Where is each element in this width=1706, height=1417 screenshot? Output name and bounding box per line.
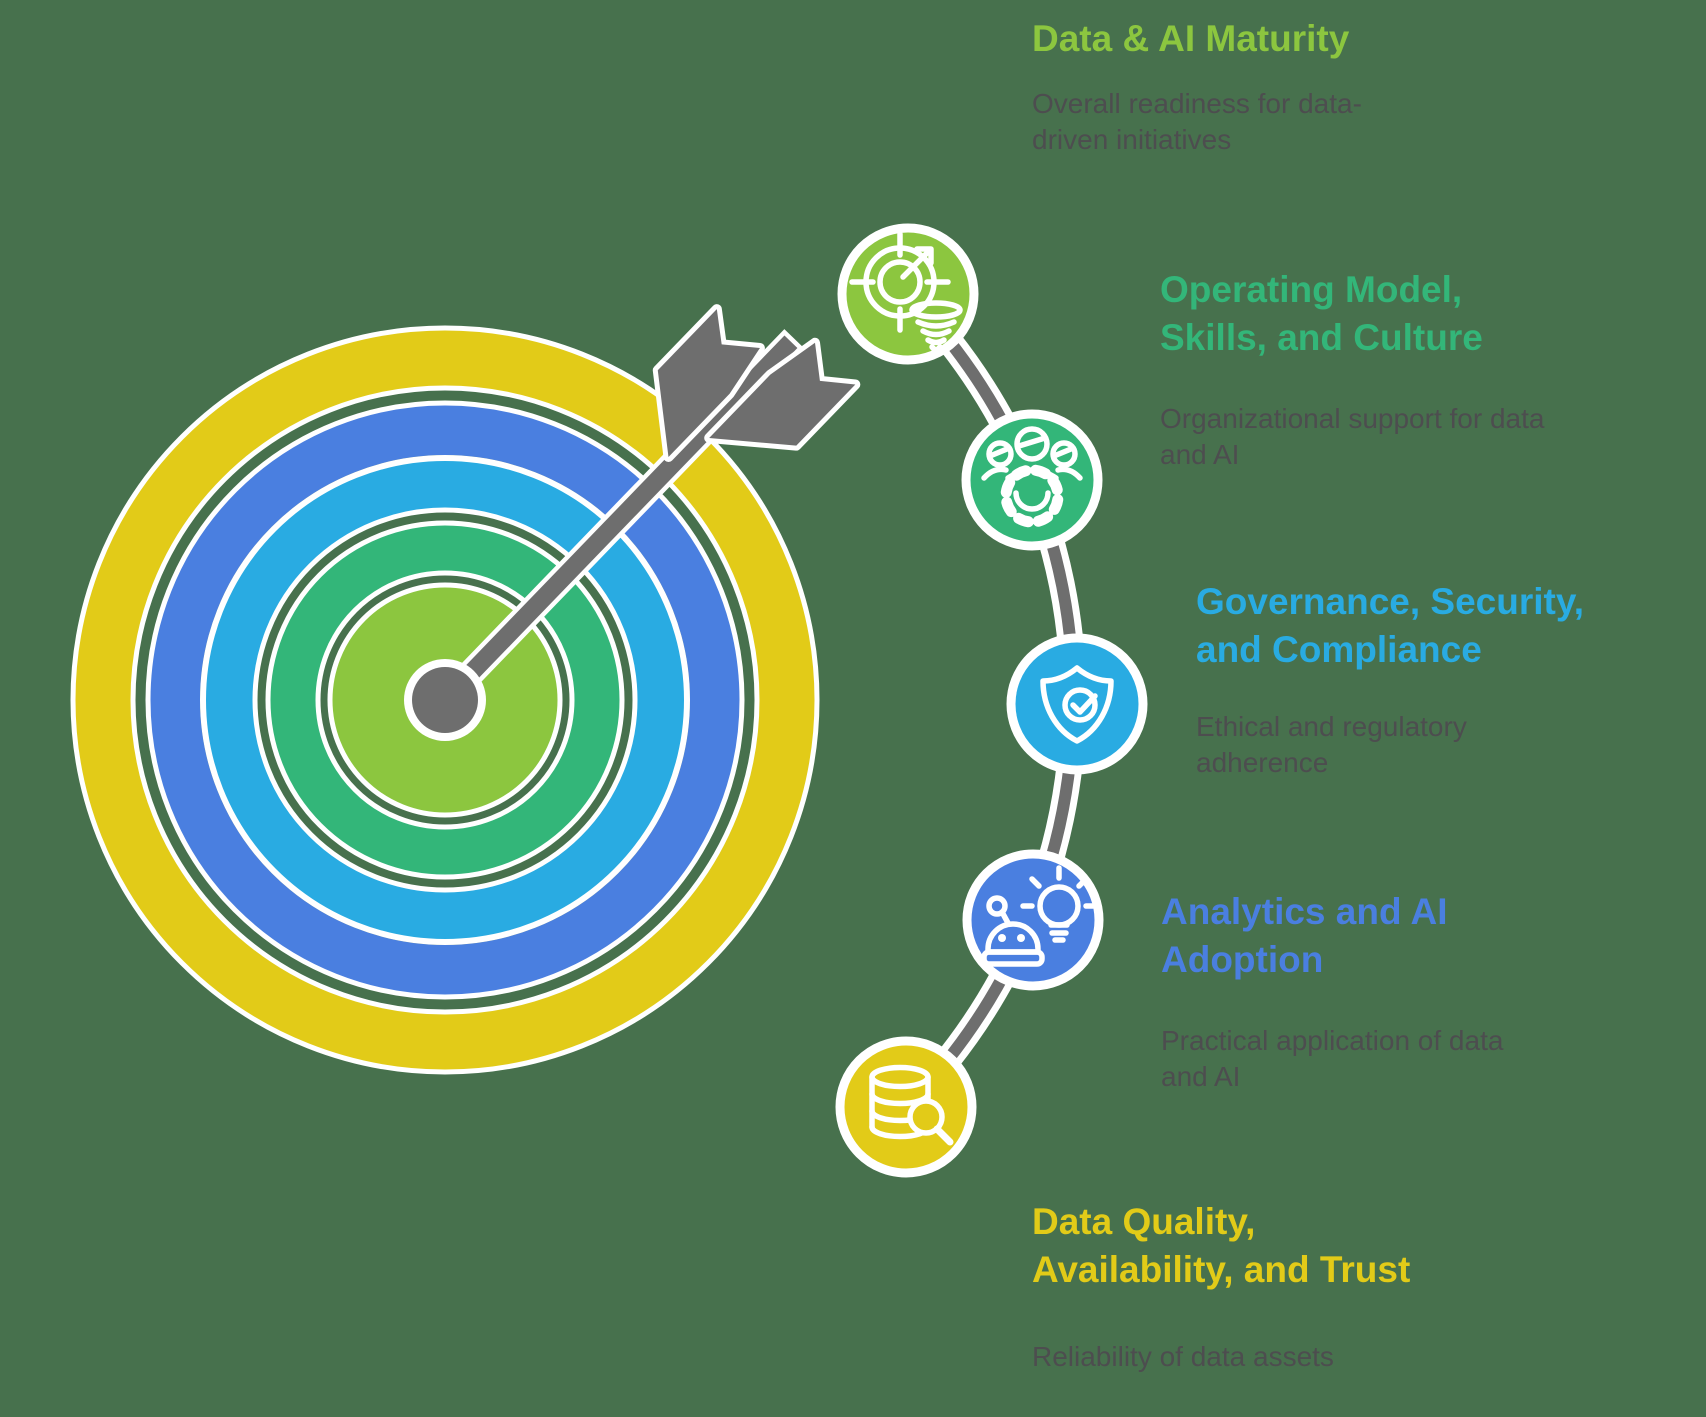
section-subtitle-line: Practical application of data: [1161, 1025, 1504, 1056]
robot-lightbulb-icon: [981, 865, 1096, 967]
section-subtitle: Ethical and regulatory adherence: [1196, 709, 1584, 781]
section-subtitle: Overall readiness for data- driven initi…: [1032, 86, 1362, 158]
section-data-quality-availability-trust: Data Quality, Availability, and Trust Re…: [1032, 1198, 1410, 1375]
section-subtitle-line: and AI: [1161, 1061, 1241, 1092]
node-operating-model-skills-culture: [961, 409, 1103, 551]
bullseye-center-dot: [404, 659, 486, 741]
section-title-line: Operating Model,: [1160, 269, 1463, 310]
database-search-icon: [869, 1064, 954, 1146]
section-subtitle-line: Ethical and regulatory: [1196, 711, 1467, 742]
section-subtitle-line: Organizational support for data: [1160, 403, 1545, 434]
node-governance-security-compliance: [1006, 633, 1148, 775]
section-title-line: and Compliance: [1196, 629, 1482, 670]
section-title-line: Data Quality,: [1032, 1201, 1256, 1242]
section-title: Operating Model, Skills, and Culture: [1160, 266, 1544, 362]
section-data-ai-maturity: Data & AI Maturity Overall readiness for…: [1032, 15, 1362, 158]
shield-check-icon: [1040, 665, 1114, 744]
gauge-funnel-icon: [849, 231, 963, 354]
node-data-quality-availability-trust: [835, 1036, 977, 1178]
section-title-line: Availability, and Trust: [1032, 1249, 1411, 1290]
section-title: Data & AI Maturity: [1032, 15, 1362, 63]
section-operating-model-skills-culture: Operating Model, Skills, and Culture Org…: [1160, 266, 1544, 473]
arrow-fletching-upper: [652, 304, 765, 463]
section-title-line: Adoption: [1161, 939, 1324, 980]
section-title: Governance, Security, and Compliance: [1196, 578, 1584, 674]
section-title: Data Quality, Availability, and Trust: [1032, 1198, 1410, 1294]
section-subtitle: Organizational support for data and AI: [1160, 401, 1544, 473]
section-subtitle-line: Overall readiness for data-: [1032, 88, 1362, 119]
arrow-fletching-lower: [704, 337, 861, 451]
section-subtitle-line: driven initiatives: [1032, 124, 1232, 155]
team-gear-icon: [981, 426, 1083, 528]
section-subtitle-line: adherence: [1196, 747, 1329, 778]
section-subtitle-line: and AI: [1160, 439, 1240, 470]
section-analytics-ai-adoption: Analytics and AI Adoption Practical appl…: [1161, 888, 1503, 1095]
node-data-ai-maturity: [837, 223, 979, 365]
section-title-line: Governance, Security,: [1196, 581, 1584, 622]
section-title-line: Skills, and Culture: [1160, 317, 1483, 358]
section-governance-security-compliance: Governance, Security, and Compliance Eth…: [1196, 578, 1584, 781]
section-subtitle: Practical application of data and AI: [1161, 1023, 1503, 1095]
section-title: Analytics and AI Adoption: [1161, 888, 1503, 984]
section-title-line: Data & AI Maturity: [1032, 18, 1350, 59]
section-subtitle: Reliability of data assets: [1032, 1339, 1410, 1375]
arrow: [429, 304, 861, 716]
section-subtitle-line: Reliability of data assets: [1032, 1341, 1334, 1372]
node-analytics-ai-adoption: [962, 849, 1104, 991]
section-title-line: Analytics and AI: [1161, 891, 1448, 932]
